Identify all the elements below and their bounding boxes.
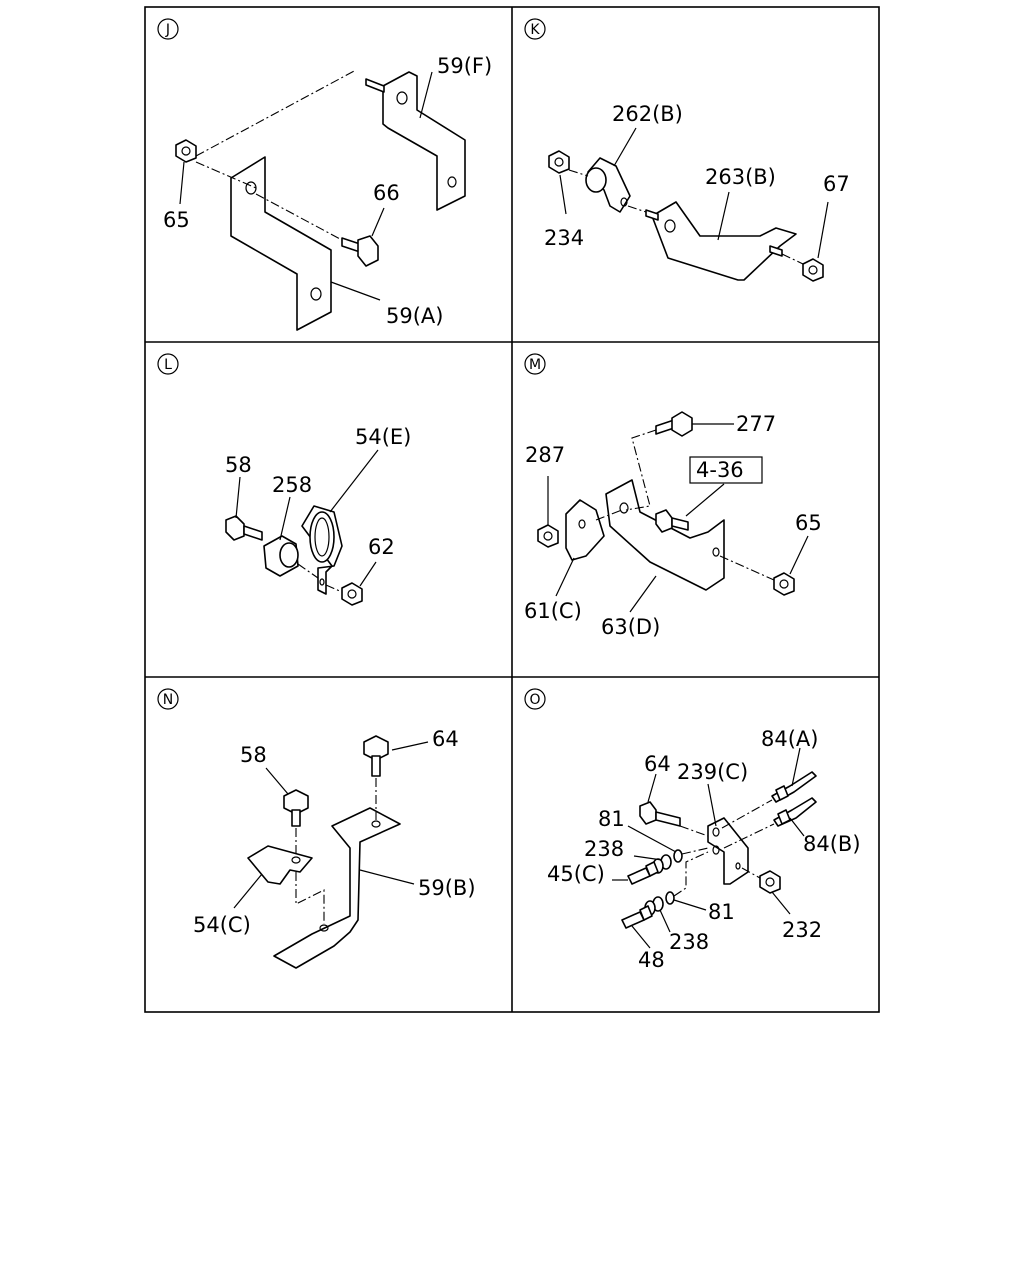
nut-65-m — [773, 572, 795, 596]
bracket-59f — [382, 71, 466, 211]
label-232: 232 — [782, 918, 822, 942]
label-65-m: 65 — [795, 511, 822, 535]
panel-id-j: J — [165, 22, 170, 38]
washer-81-lower — [665, 891, 675, 905]
panel-grid — [144, 6, 880, 1013]
label-239c: 239(C) — [677, 760, 748, 784]
panel-o: O — [524, 688, 861, 972]
label-238-lower: 238 — [669, 930, 709, 954]
nut-232 — [759, 870, 781, 894]
label-84a: 84(A) — [761, 727, 818, 751]
label-277: 277 — [736, 412, 776, 436]
washer-81 — [673, 849, 683, 863]
label-84b: 84(B) — [803, 832, 861, 856]
label-59f: 59(F) — [437, 54, 492, 78]
clip-61c — [565, 499, 605, 561]
label-66: 66 — [373, 181, 400, 205]
bracket-263b — [651, 201, 797, 281]
bolt-45c — [627, 867, 651, 885]
label-81-lower: 81 — [708, 900, 735, 924]
label-59b: 59(B) — [418, 876, 476, 900]
label-65: 65 — [163, 208, 190, 232]
nut-234 — [548, 150, 570, 174]
clamp-54c — [247, 845, 313, 885]
bracket-239c — [707, 817, 749, 885]
label-58-n: 58 — [240, 743, 267, 767]
panel-j: J 59(F) 65 66 59(A) — [157, 18, 492, 331]
bolt-58 — [225, 515, 245, 541]
label-64-o: 64 — [644, 752, 671, 776]
panel-l: L 54(E) 58 258 62 — [157, 353, 411, 606]
label-262b: 262(B) — [612, 102, 683, 126]
label-63d: 63(D) — [601, 615, 660, 639]
label-263b: 263(B) — [705, 165, 776, 189]
label-287: 287 — [525, 443, 565, 467]
label-45c: 45(C) — [547, 862, 605, 886]
label-258: 258 — [272, 473, 312, 497]
nut-62 — [341, 582, 363, 606]
label-48: 48 — [638, 948, 665, 972]
panel-k: K 262(B) 263(B) 67 234 — [524, 18, 850, 282]
label-59a: 59(A) — [386, 304, 443, 328]
label-81: 81 — [598, 807, 625, 831]
label-64-n: 64 — [432, 727, 459, 751]
label-4-36: 4-36 — [696, 458, 744, 482]
bolt-58-n — [283, 789, 309, 815]
panel-id-l: L — [164, 357, 172, 373]
bolt-4-36 — [655, 509, 673, 533]
label-54c: 54(C) — [193, 913, 251, 937]
ref-box-4-36 — [689, 456, 763, 484]
label-238: 238 — [584, 837, 624, 861]
bolt-top — [365, 78, 385, 93]
panel-id-o: O — [529, 692, 540, 708]
label-234: 234 — [544, 226, 584, 250]
label-54e: 54(E) — [355, 425, 411, 449]
bolt-48 — [621, 911, 645, 929]
bolt-64-o — [639, 801, 657, 825]
nut-67 — [802, 258, 824, 282]
label-62: 62 — [368, 535, 395, 559]
label-58: 58 — [225, 453, 252, 477]
bracket-59b — [273, 807, 401, 969]
panel-id-m: M — [529, 357, 541, 373]
bracket-63d — [605, 479, 725, 591]
nut-65 — [175, 139, 197, 163]
nut-287 — [537, 524, 559, 548]
bracket-59a — [230, 156, 332, 331]
panel-m: M 277 287 4-36 65 — [524, 353, 822, 639]
panel-n: N 64 58 59(B) 54(C) — [157, 688, 476, 969]
panel-id-n: N — [163, 692, 173, 708]
label-61c: 61(C) — [524, 599, 582, 623]
panel-id-k: K — [530, 22, 540, 38]
label-67: 67 — [823, 172, 850, 196]
bolt-64 — [363, 735, 389, 761]
